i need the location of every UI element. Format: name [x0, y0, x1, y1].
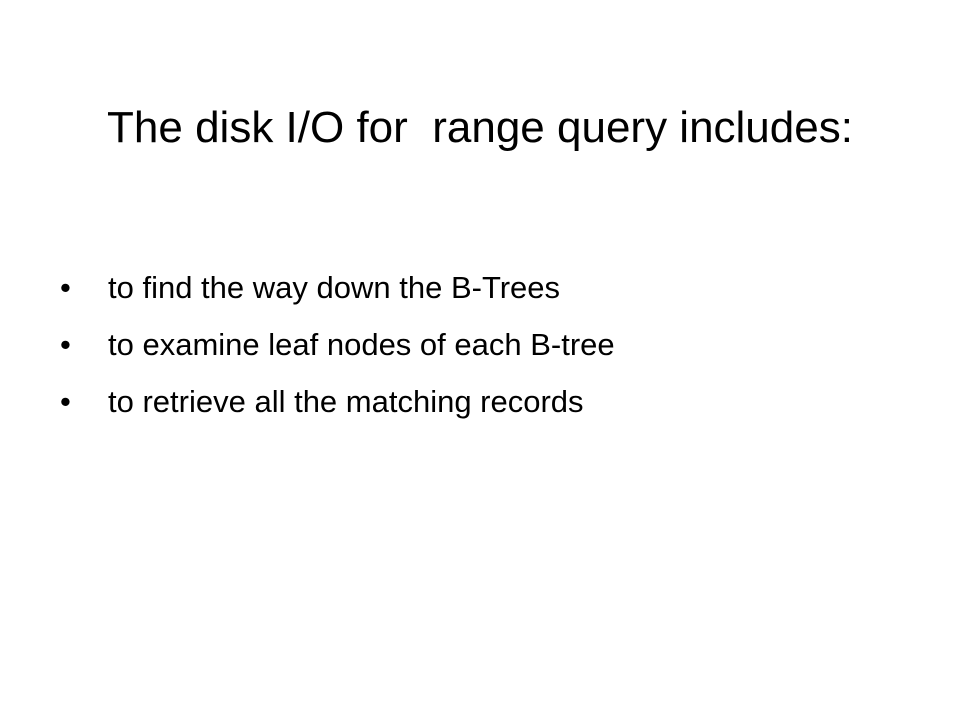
bullet-text: to find the way down the B-Trees — [108, 270, 561, 305]
list-item: • to examine leaf nodes of each B-tree — [60, 325, 920, 365]
bullet-text: to retrieve all the matching records — [108, 384, 584, 419]
slide-title: The disk I/O for range query includes: — [107, 103, 853, 152]
list-item: • to find the way down the B-Trees — [60, 268, 920, 308]
bullet-icon: • — [60, 270, 71, 305]
bullet-text: to examine leaf nodes of each B-tree — [108, 327, 615, 362]
bullet-icon: • — [60, 384, 71, 419]
list-item: • to retrieve all the matching records — [60, 382, 920, 422]
bullet-list: • to find the way down the B-Trees • to … — [60, 268, 920, 439]
bullet-icon: • — [60, 327, 71, 362]
